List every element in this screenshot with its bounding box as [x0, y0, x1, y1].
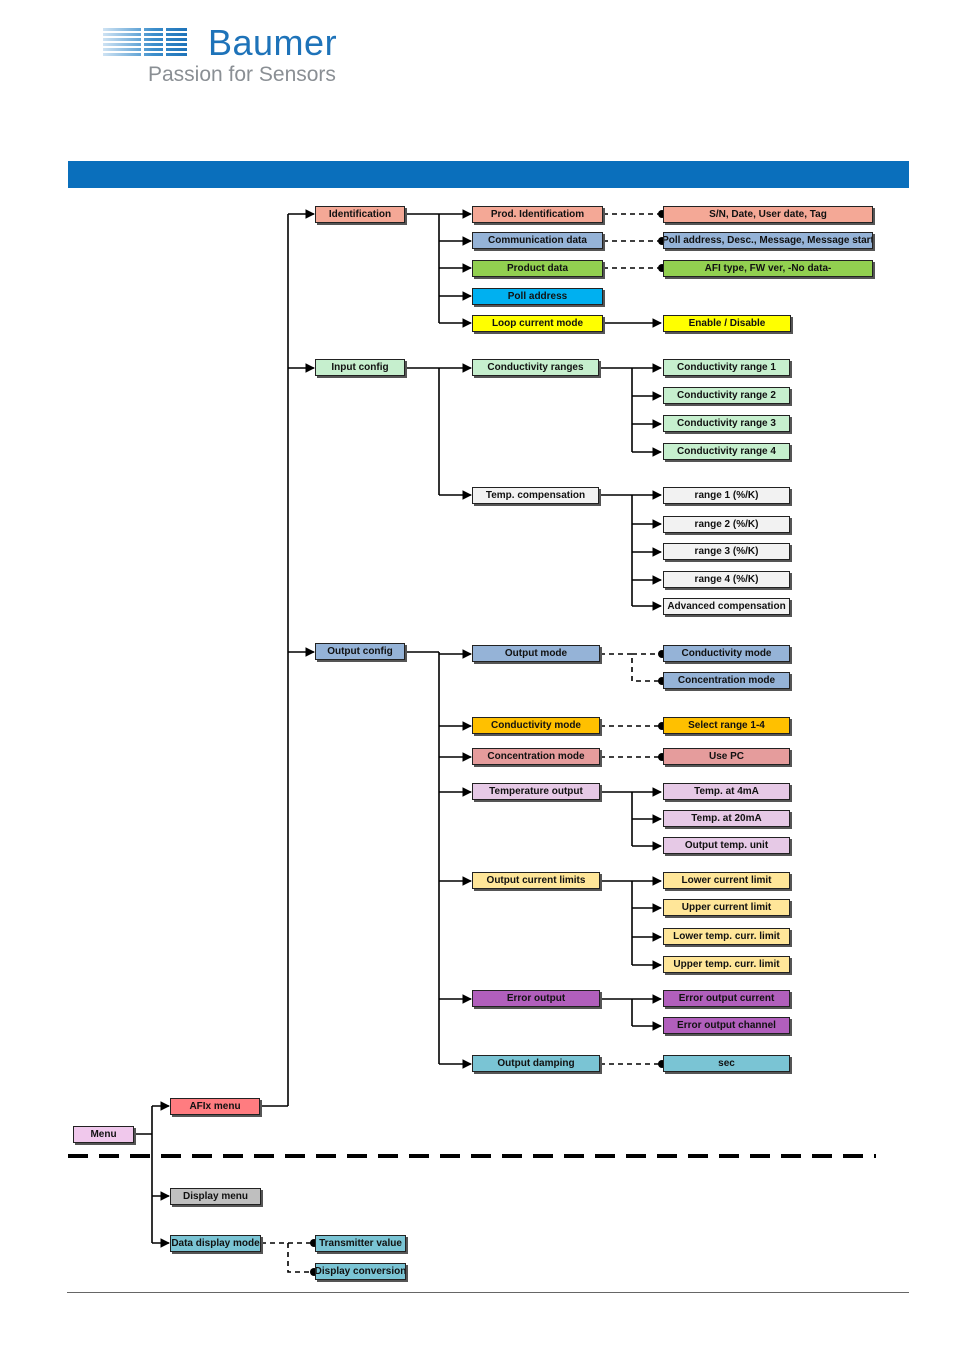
prod-identification-node[interactable]: Prod. Identificatiom: [472, 206, 603, 223]
display-menu-node[interactable]: Display menu: [170, 1188, 261, 1205]
range-4-node[interactable]: range 4 (%/K): [663, 571, 790, 588]
output-current-limits-node[interactable]: Output current limits: [472, 872, 600, 889]
conductivity-range-4-node[interactable]: Conductivity range 4: [663, 443, 790, 460]
temp-4ma-node[interactable]: Temp. at 4mA: [663, 783, 790, 800]
menu-node[interactable]: Menu: [73, 1126, 134, 1143]
use-pc-node[interactable]: Use PC: [663, 748, 790, 765]
communication-data-node[interactable]: Communication data: [472, 232, 603, 249]
poll-address-desc-node[interactable]: Poll address, Desc., Message, Message st…: [663, 232, 873, 249]
afi-type-node[interactable]: AFI type, FW ver, -No data-: [663, 260, 873, 277]
output-config-node[interactable]: Output config: [315, 643, 405, 660]
header-band: [68, 161, 909, 188]
poll-address-node[interactable]: Poll address: [472, 288, 603, 305]
select-range-node[interactable]: Select range 1-4: [663, 717, 790, 734]
brand-tagline: Passion for Sensors: [148, 63, 336, 86]
output-mode-node[interactable]: Output mode: [472, 645, 600, 662]
transmitter-value-node[interactable]: Transmitter value: [315, 1235, 406, 1252]
concentration-mode-option-node[interactable]: Concentration mode: [663, 672, 790, 689]
temperature-output-node[interactable]: Temperature output: [472, 783, 600, 800]
identification-node[interactable]: Identification: [315, 206, 405, 223]
conductivity-ranges-node[interactable]: Conductivity ranges: [472, 359, 599, 376]
advanced-compensation-node[interactable]: Advanced compensation: [663, 598, 790, 615]
range-3-node[interactable]: range 3 (%/K): [663, 543, 790, 560]
loop-current-mode-node[interactable]: Loop current mode: [472, 315, 603, 332]
conductivity-mode-node[interactable]: Conductivity mode: [472, 717, 600, 734]
temp-20ma-node[interactable]: Temp. at 20mA: [663, 810, 790, 827]
conductivity-range-2-node[interactable]: Conductivity range 2: [663, 387, 790, 404]
lower-current-limit-node[interactable]: Lower current limit: [663, 872, 790, 889]
temp-compensation-node[interactable]: Temp. compensation: [472, 487, 599, 504]
baumer-logo-mark: [103, 26, 187, 58]
conductivity-range-3-node[interactable]: Conductivity range 3: [663, 415, 790, 432]
data-display-mode-node[interactable]: Data display mode: [170, 1235, 261, 1252]
output-damping-node[interactable]: Output damping: [472, 1055, 600, 1072]
footer-divider: [67, 1292, 909, 1293]
product-data-node[interactable]: Product data: [472, 260, 603, 277]
error-output-current-node[interactable]: Error output current: [663, 990, 790, 1007]
concentration-mode-node[interactable]: Concentration mode: [472, 748, 600, 765]
lower-temp-curr-limit-node[interactable]: Lower temp. curr. limit: [663, 928, 790, 945]
error-output-node[interactable]: Error output: [472, 990, 600, 1007]
conductivity-range-1-node[interactable]: Conductivity range 1: [663, 359, 790, 376]
error-output-channel-node[interactable]: Error output channel: [663, 1017, 790, 1034]
display-conversion-node[interactable]: Display conversion: [315, 1263, 406, 1280]
upper-temp-curr-limit-node[interactable]: Upper temp. curr. limit: [663, 956, 790, 973]
brand-name: Baumer: [208, 22, 338, 63]
sec-node[interactable]: sec: [663, 1055, 790, 1072]
range-2-node[interactable]: range 2 (%/K): [663, 516, 790, 533]
sn-date-node[interactable]: S/N, Date, User date, Tag: [663, 206, 873, 223]
range-1-node[interactable]: range 1 (%/K): [663, 487, 790, 504]
input-config-node[interactable]: Input config: [315, 359, 405, 376]
afix-menu-node[interactable]: AFIx menu: [170, 1098, 260, 1115]
upper-current-limit-node[interactable]: Upper current limit: [663, 899, 790, 916]
enable-disable-node[interactable]: Enable / Disable: [663, 315, 791, 332]
output-temp-unit-node[interactable]: Output temp. unit: [663, 837, 790, 854]
conductivity-mode-option-node[interactable]: Conductivity mode: [663, 645, 790, 662]
